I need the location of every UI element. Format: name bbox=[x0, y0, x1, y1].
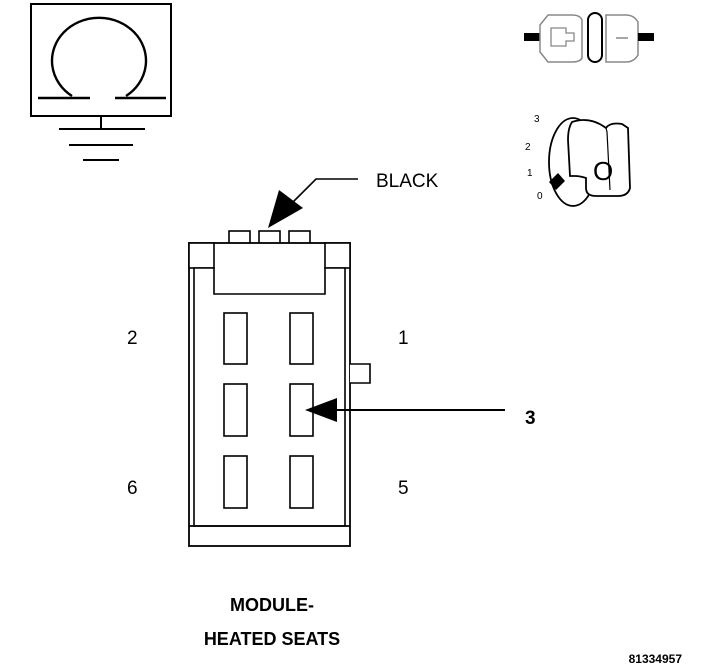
color-callout: BLACK bbox=[268, 171, 439, 228]
cavity-2 bbox=[223, 312, 248, 365]
figure-id: 81334957 bbox=[629, 652, 683, 666]
ignition-pos-0: 0 bbox=[537, 191, 543, 202]
inline-connector-icon bbox=[524, 12, 654, 63]
cavity-6 bbox=[223, 455, 248, 509]
ground-omega-icon bbox=[30, 3, 172, 161]
pin-label-5: 5 bbox=[398, 478, 409, 499]
ignition-pos-1: 1 bbox=[527, 168, 533, 179]
title-line-2: HEATED SEATS bbox=[204, 629, 340, 649]
cavity-4 bbox=[223, 383, 248, 437]
cavity-5 bbox=[289, 455, 314, 509]
cavity-callout: 3 bbox=[305, 398, 536, 429]
pin-label-2: 2 bbox=[127, 328, 138, 349]
cavity-1 bbox=[289, 312, 314, 365]
key-letter: O bbox=[593, 156, 613, 186]
connector-color-label: BLACK bbox=[376, 171, 439, 192]
pin-label-6: 6 bbox=[127, 478, 138, 499]
ignition-pos-2: 2 bbox=[525, 142, 531, 153]
ignition-key-icon: 3 2 1 0 O bbox=[525, 114, 631, 207]
title-line-1: MODULE- bbox=[230, 595, 314, 615]
connector-body bbox=[188, 230, 371, 547]
pin-label-1: 1 bbox=[398, 328, 409, 349]
ignition-pos-3: 3 bbox=[534, 114, 540, 125]
callout-number: 3 bbox=[525, 408, 536, 429]
